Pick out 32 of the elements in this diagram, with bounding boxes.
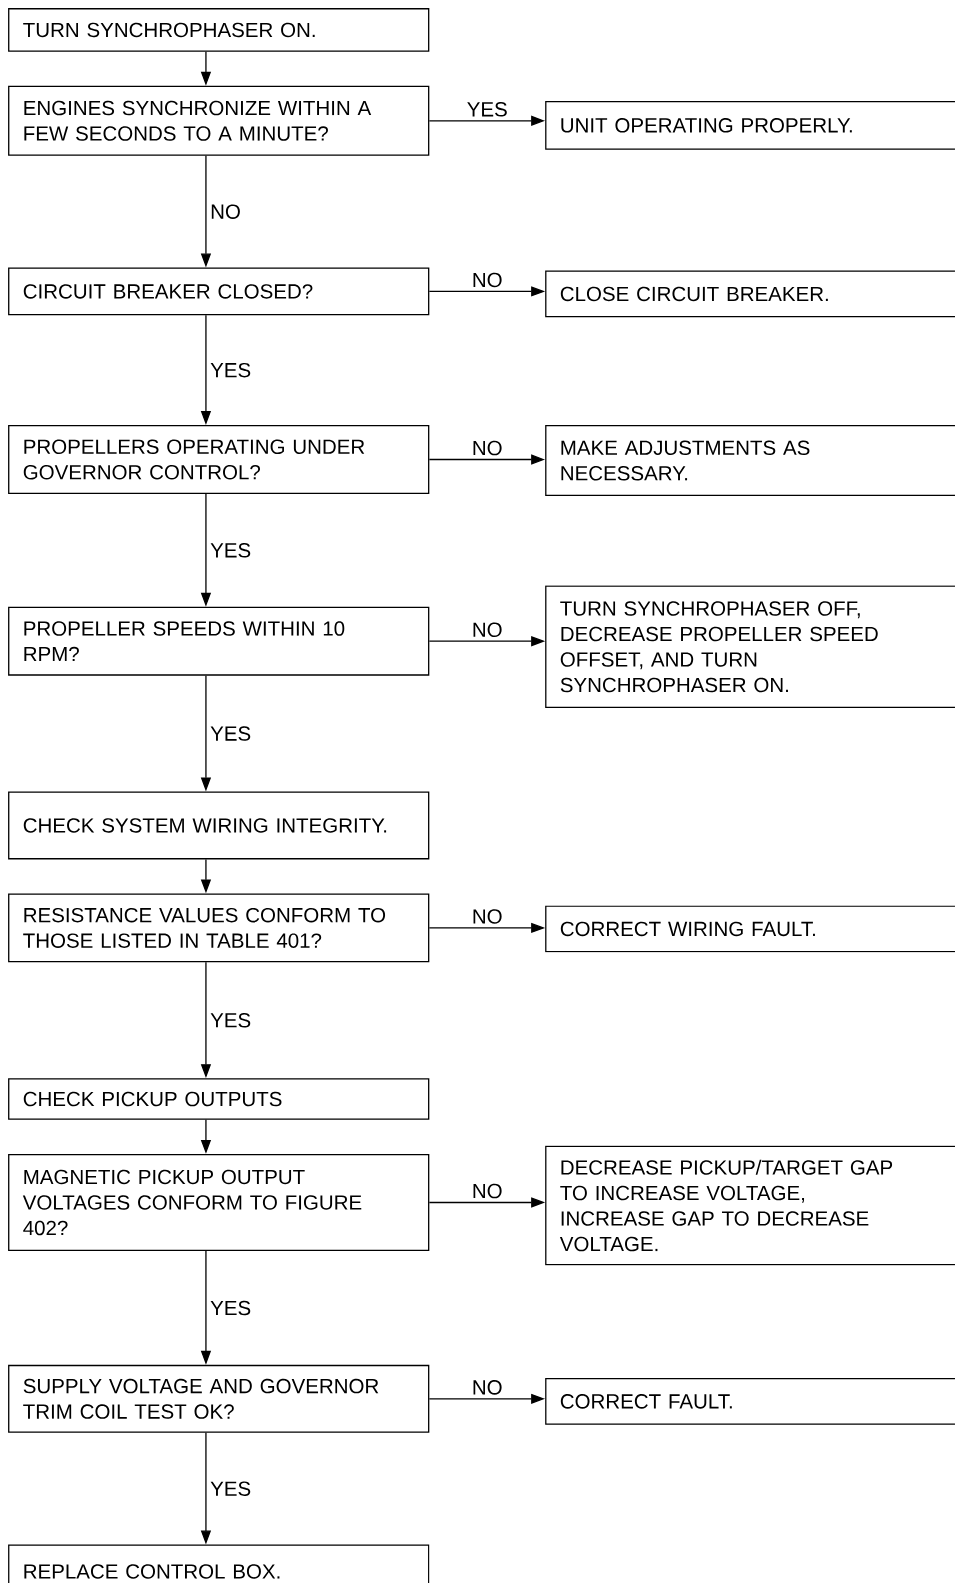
edge-label: NO bbox=[209, 203, 242, 220]
edge-label: YES bbox=[465, 101, 509, 118]
edge-label: NO bbox=[470, 1182, 504, 1200]
process-box: CLOSE CIRCUIT BREAKER. bbox=[545, 270, 955, 318]
process-box: PROPELLER SPEEDS WITHIN 10 RPM? bbox=[8, 606, 430, 676]
edge-label: NO bbox=[470, 271, 504, 289]
process-box: UNIT OPERATING PROPERLY. bbox=[545, 100, 955, 150]
process-box: TURN SYNCHROPHASER ON. bbox=[8, 8, 430, 52]
edge-label: NO bbox=[470, 439, 504, 457]
process-box: ENGINES SYNCHRONIZE WITHIN A FEW SECONDS TO A MINUTE? bbox=[8, 85, 430, 156]
edge-label: YES bbox=[209, 361, 253, 379]
process-box: CORRECT FAULT. bbox=[545, 1378, 955, 1425]
edge-label: NO bbox=[470, 908, 504, 925]
edge-label: YES bbox=[209, 1012, 253, 1029]
process-box: REPLACE CONTROL BOX. bbox=[8, 1544, 430, 1583]
process-box: CORRECT WIRING FAULT. bbox=[545, 905, 955, 953]
process-box: TURN SYNCHROPHASER OFF, DECREASE PROPELLER SPEED OFFSET, AND TURN SYNCHROPHASER ON. bbox=[545, 585, 955, 708]
process-box: CHECK SYSTEM WIRING INTEGRITY. bbox=[8, 791, 430, 860]
process-box: MAGNETIC PICKUP OUTPUT VOLTAGES CONFORM TO FIGURE 402? bbox=[8, 1153, 430, 1252]
process-box: MAKE ADJUSTMENTS AS NECESSARY. bbox=[545, 425, 955, 496]
edge-label: NO bbox=[470, 621, 504, 638]
edge-label: NO bbox=[470, 1379, 504, 1396]
process-box: PROPELLERS OPERATING UNDER GOVERNOR CONTROL? bbox=[8, 425, 430, 494]
process-box: SUPPLY VOLTAGE AND GOVERNOR TRIM COIL TEST OK? bbox=[8, 1364, 430, 1433]
edge-label: YES bbox=[209, 1299, 253, 1317]
process-box: DECREASE PICKUP/TARGET GAP TO INCREASE VOLTAGE, INCREASE GAP TO DECREASE VOLTAGE. bbox=[545, 1145, 955, 1266]
edge-label: YES bbox=[209, 542, 253, 559]
process-box: RESISTANCE VALUES CONFORM TO THOSE LISTED IN TABLE 401? bbox=[8, 893, 430, 963]
edge-label: YES bbox=[209, 725, 253, 742]
process-box: CIRCUIT BREAKER CLOSED? bbox=[8, 267, 430, 316]
edge-label: YES bbox=[209, 1480, 253, 1497]
process-box: CHECK PICKUP OUTPUTS bbox=[8, 1078, 430, 1120]
